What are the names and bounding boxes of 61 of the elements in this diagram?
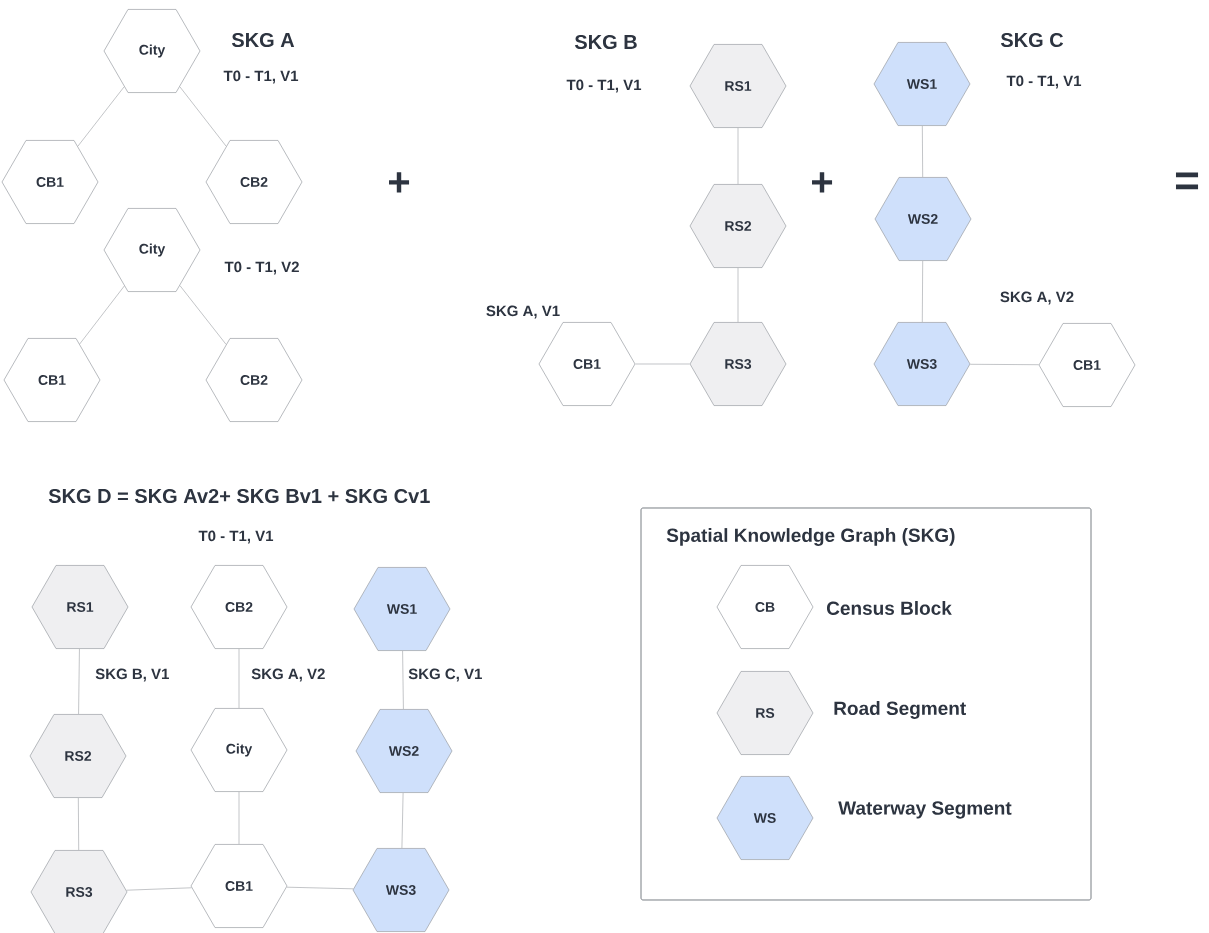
node-caption: Road Segment (834, 701, 966, 719)
hexagon-node: WS2 (874, 177, 972, 261)
version-label: T0 - T1, V2 (224, 261, 299, 275)
version-label: T0 - T1, V1 (566, 79, 642, 93)
equals-sign: = (1176, 172, 1199, 190)
connector-line (179, 285, 227, 345)
hexagon-node: CB1 (1038, 323, 1136, 407)
graph-title: SKG A (231, 32, 295, 48)
connector-line (921, 260, 924, 323)
version-label: T0 - T1, V1 (198, 530, 274, 544)
connector-line (286, 886, 354, 890)
legend-hexagon: RS (716, 671, 814, 755)
connector-line (401, 792, 404, 849)
hexagon-node: City (103, 208, 201, 292)
connector-line (77, 86, 125, 147)
connector-line (126, 887, 192, 891)
version-label: SKG C, V1 (408, 668, 482, 682)
version-label: SKG A, V1 (486, 305, 560, 319)
legend-box (640, 507, 1092, 901)
connector-line (179, 86, 227, 147)
hexagon-node: CB1 (1, 140, 99, 224)
connector-line (969, 363, 1040, 366)
hexagon-node: City (103, 9, 201, 93)
node-caption: Waterway Segment (838, 801, 1012, 819)
hexagon-node: WS3 (873, 322, 971, 406)
graph-formula: SKG D = SKG Av2+ SKG Bv1 + SKG Cv1 (48, 488, 430, 504)
hexagon-node: WS1 (873, 42, 971, 126)
connector-line (402, 650, 404, 710)
plus-sign: + (389, 172, 410, 193)
legend-hexagon: CB (716, 565, 814, 649)
hexagon-node: WS3 (352, 848, 450, 932)
version-label: SKG A, V2 (251, 668, 325, 682)
connector-line (78, 648, 80, 715)
legend-hexagon: WS (716, 776, 814, 860)
hexagon-node: CB1 (3, 338, 101, 422)
legend-title: Spatial Knowledge Graph (SKG) (666, 528, 955, 546)
version-label: SKG B, V1 (95, 668, 169, 682)
node-caption: Census Block (827, 601, 952, 615)
connector-line (921, 125, 924, 178)
hexagon-node: RS1 (31, 565, 129, 649)
graph-title: SKG B (574, 34, 637, 50)
hexagon-node: WS2 (355, 709, 453, 793)
version-label: T0 - T1, V1 (223, 70, 299, 84)
version-label: SKG A, V2 (1000, 291, 1074, 305)
graph-title: SKG C (1000, 32, 1064, 48)
hexagon-node: CB2 (190, 565, 288, 649)
connector-line (77, 797, 80, 851)
hexagon-node: RS1 (689, 44, 787, 128)
plus-sign: + (812, 172, 833, 193)
hexagon-node: RS3 (30, 850, 128, 933)
hexagon-node: RS2 (29, 714, 127, 798)
hexagon-node: CB2 (205, 338, 303, 422)
hexagon-node: City (190, 708, 288, 792)
hexagon-node: WS1 (353, 567, 451, 651)
hexagon-node: CB2 (205, 140, 303, 224)
hexagon-node: RS3 (689, 322, 787, 406)
hexagon-node: CB1 (190, 844, 288, 928)
connector-line (79, 285, 125, 345)
hexagon-node: CB1 (538, 322, 636, 406)
version-label: T0 - T1, V1 (1006, 75, 1082, 89)
hexagon-node: RS2 (689, 184, 787, 268)
